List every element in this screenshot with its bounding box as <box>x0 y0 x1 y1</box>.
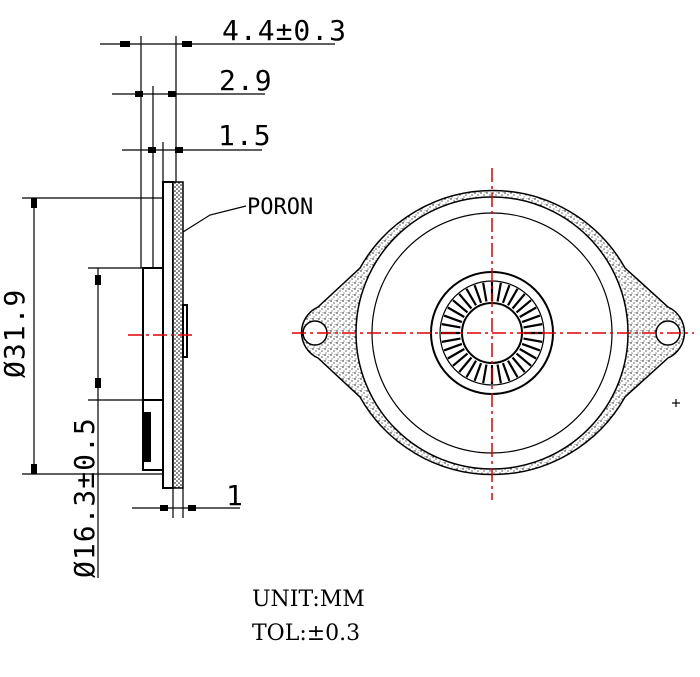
tolerance-note: TOL:±0.3 <box>252 621 360 646</box>
poron-label: PORON <box>247 195 313 220</box>
cup-shading <box>143 412 151 462</box>
dome-rib <box>482 364 488 384</box>
dome-rib <box>441 337 461 343</box>
dome-rib <box>519 306 537 318</box>
dome-rib <box>515 299 532 314</box>
dome-rib <box>523 337 543 343</box>
dome-rib <box>521 342 541 352</box>
dome-rib <box>458 293 473 310</box>
unit-note: UNIT:MM <box>252 587 365 612</box>
dome-rib <box>443 342 463 352</box>
dome-rib <box>496 282 502 302</box>
dome-rib <box>501 362 511 382</box>
dome-rib <box>511 356 526 373</box>
dim-magnet-diameter: Ø16.3±0.5 <box>68 417 101 578</box>
dim-outer-diameter: Ø31.9 <box>0 289 31 378</box>
dome-rib <box>519 348 537 360</box>
dim-cone-thickness: 1.5 <box>218 119 272 152</box>
dome-rib <box>443 314 463 324</box>
dim-total-thickness: 4.4±0.3 <box>222 14 347 47</box>
dome-rib <box>473 362 483 382</box>
magnet-body <box>142 267 164 401</box>
dome-rib <box>523 323 543 329</box>
dome-rib <box>507 360 519 378</box>
dim-foam-thickness: 1 <box>226 479 244 512</box>
dome-rib <box>507 288 519 306</box>
dome-rib <box>501 284 511 304</box>
dome-rib <box>465 288 477 306</box>
dome-rib <box>496 364 502 384</box>
notes: UNIT:MM TOL:±0.3 <box>252 587 365 646</box>
dome-rib <box>511 293 526 310</box>
dome-rib <box>473 284 483 304</box>
dome-rib <box>452 299 469 314</box>
dome-rib <box>441 323 461 329</box>
front-view <box>292 168 694 500</box>
center-bump <box>182 304 188 358</box>
dim-mid-thickness: 2.9 <box>219 64 273 97</box>
dome-rib <box>521 314 541 324</box>
dome-rib <box>465 360 477 378</box>
dome-rib <box>515 352 532 367</box>
dome-rib <box>458 356 473 373</box>
side-view: 4.4±0.3 2.9 1.5 PORON Ø31.9 Ø16.3±0.5 1 <box>0 14 347 578</box>
dome-rib <box>452 352 469 367</box>
dome-rib <box>447 306 465 318</box>
dome-rib <box>482 282 488 302</box>
dome-rib <box>447 348 465 360</box>
